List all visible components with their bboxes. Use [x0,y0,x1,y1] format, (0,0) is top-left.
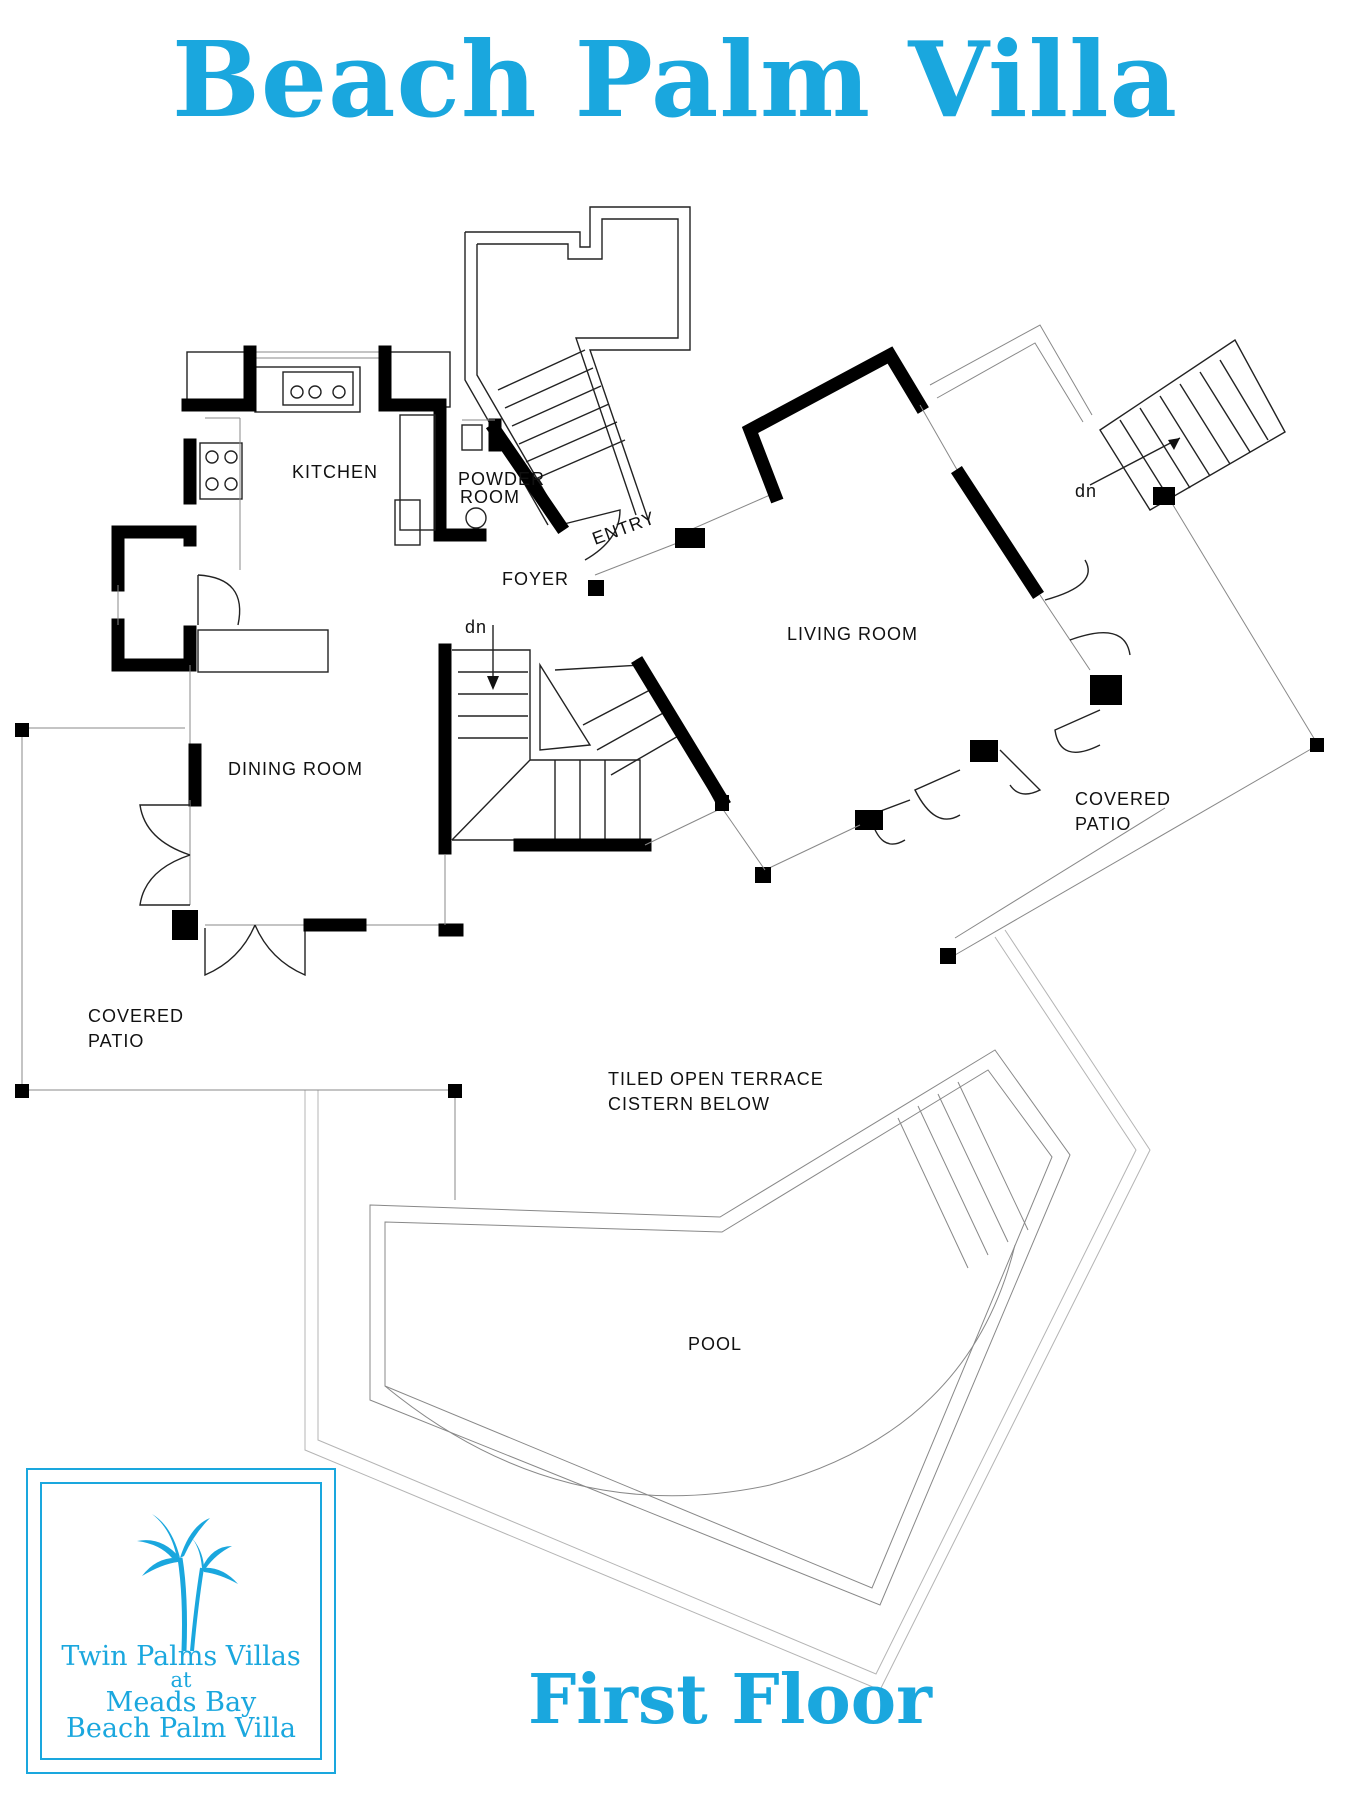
logo-line-4: Beach Palm Villa [66,1713,296,1744]
logo-line-3: Meads Bay [105,1687,257,1718]
logo-frame: Twin Palms Villas at Meads Bay Beach Pal… [40,1482,322,1760]
label-dn-center: dn [465,617,487,637]
covered-patio-left [15,723,462,1098]
label-living-room: LIVING ROOM [787,624,918,644]
label-covered-patio-right-1: COVERED [1075,789,1171,809]
label-covered-patio-left-1: COVERED [88,1006,184,1026]
label-dn-right: dn [1075,481,1097,501]
house-walls [111,345,731,977]
logo-text: Twin Palms Villas at Meads Bay Beach Pal… [42,1641,320,1744]
label-covered-patio-right-2: PATIO [1075,814,1131,834]
label-entry: ENTRY [590,507,659,548]
label-powder-2: ROOM [460,487,520,507]
entry-stairs [464,206,691,561]
terrace-outline [304,807,1166,1691]
pool [369,1049,1071,1606]
label-terrace-2: CISTERN BELOW [608,1094,770,1114]
palm-tree-icon [137,1514,238,1652]
label-dining-room: DINING ROOM [228,759,363,779]
page-title: Beach Palm Villa [172,18,1178,141]
room-labels: KITCHEN POWDER ROOM ENTRY FOYER LIVING R… [88,462,1171,1354]
label-terrace-1: TILED OPEN TERRACE [608,1069,824,1089]
label-pool: POOL [688,1334,742,1354]
label-foyer: FOYER [502,569,569,589]
label-covered-patio-left-2: PATIO [88,1031,144,1051]
label-kitchen: KITCHEN [292,462,378,482]
living-room-walls [485,346,1131,883]
logo-line-2: at [170,1668,192,1692]
covered-patio-right [929,324,1324,964]
logo: Twin Palms Villas at Meads Bay Beach Pal… [26,1468,336,1774]
floor-title: First Floor [528,1660,932,1740]
logo-line-1: Twin Palms Villas [61,1641,301,1672]
label-powder-1: POWDER [458,469,545,489]
